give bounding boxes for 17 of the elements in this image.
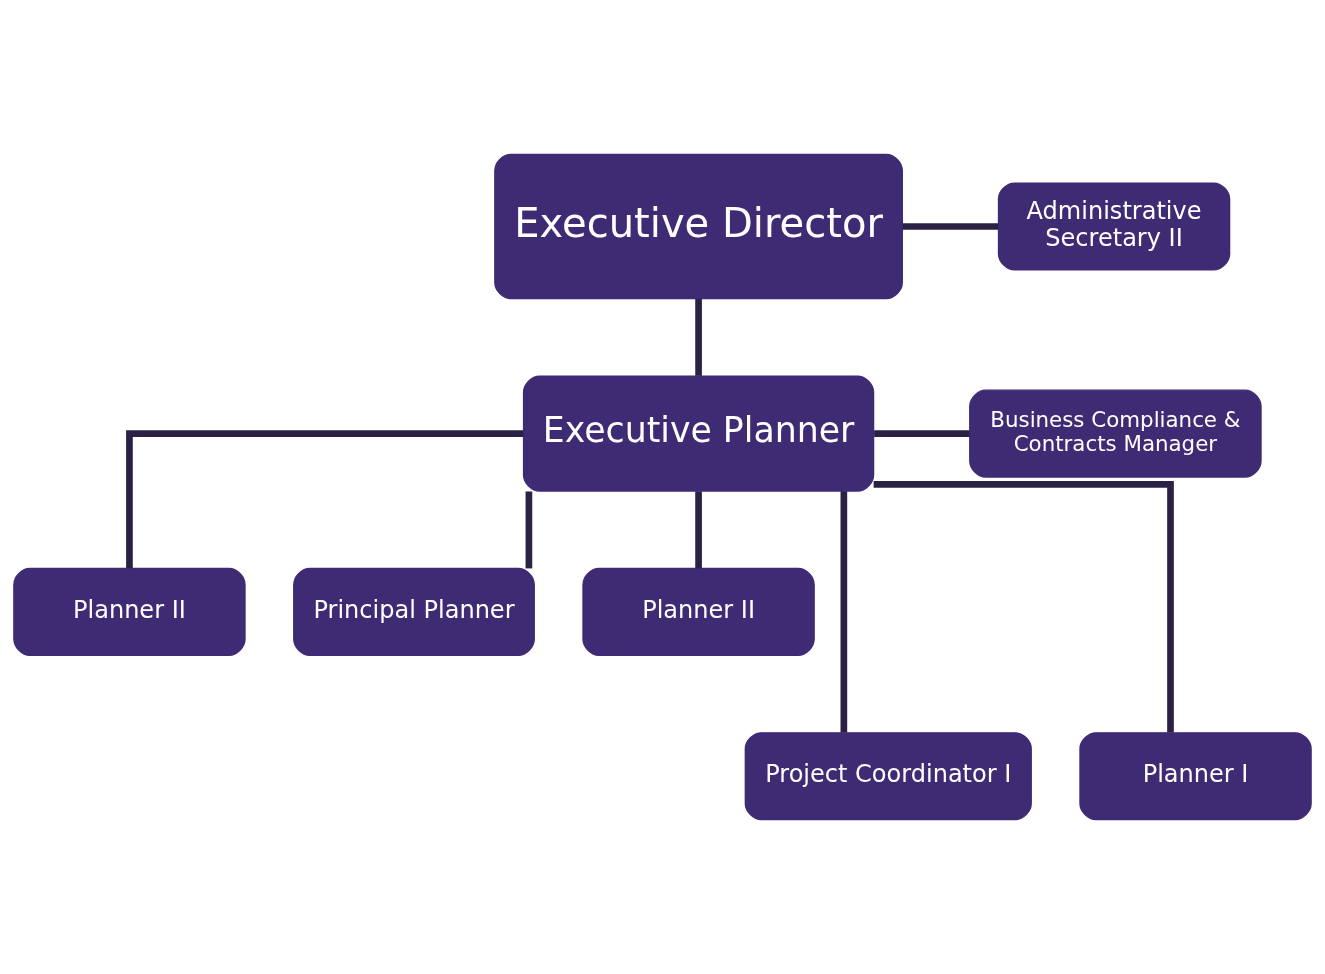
- connector: [126, 430, 524, 569]
- node-box: Administrative Secretary II: [997, 182, 1231, 271]
- node-box: Planner I: [1079, 732, 1312, 821]
- node-box: Principal Planner: [293, 567, 535, 656]
- connector: [695, 298, 702, 376]
- connector: [902, 223, 999, 230]
- node-box: Planner II: [13, 567, 246, 656]
- connector: [874, 430, 970, 437]
- connector: [840, 491, 848, 733]
- connector: [873, 481, 1174, 733]
- connector: [695, 491, 702, 569]
- node-box: Project Coordinator I: [744, 732, 1032, 821]
- connector: [525, 491, 533, 569]
- node-box: Planner II: [582, 567, 815, 656]
- node-box: Executive Director: [494, 153, 903, 300]
- node-box: Executive Planner: [522, 375, 875, 492]
- node-box: Business Compliance & Contracts Manager: [969, 389, 1262, 478]
